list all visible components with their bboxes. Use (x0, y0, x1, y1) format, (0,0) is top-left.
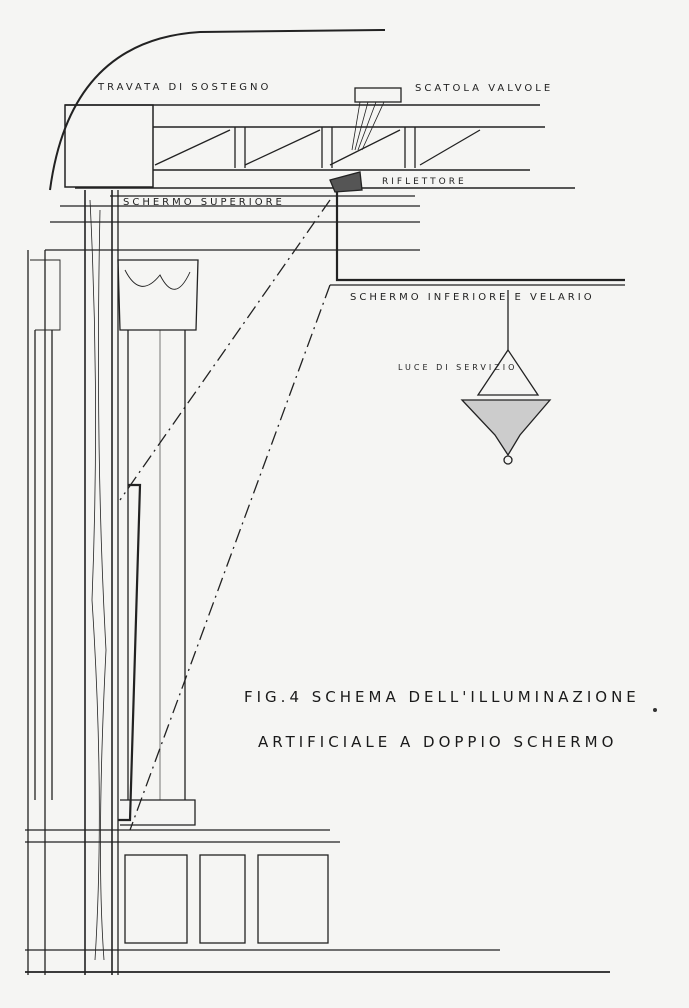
light-beam-upper (119, 199, 331, 501)
valve-box (354, 87, 402, 103)
label-travata: TRAVATA DI SOSTEGNO (98, 82, 272, 93)
caption-line-1: FIG.4 SCHEMA DELL'ILLUMINAZIONE (244, 688, 640, 706)
proscenium-column (27, 190, 199, 975)
truss (64, 104, 575, 189)
label-luce: LUCE DI SERVIZIO (398, 363, 518, 372)
reflector (329, 171, 363, 193)
label-riflettore: RIFLETTORE (382, 177, 467, 187)
lower-screen (335, 192, 625, 282)
service-lamp (460, 290, 552, 465)
label-scatola: SCATOLA VALVOLE (415, 83, 554, 94)
caption-line-2: ARTIFICIALE A DOPPIO SCHERMO (258, 733, 618, 751)
label-schermo-inferiore: SCHERMO INFERIORE E VELARIO (350, 292, 595, 303)
ceiling-curve (49, 29, 386, 191)
label-schermo-superiore: SCHERMO SUPERIORE (123, 197, 285, 208)
wainscot-base (25, 829, 610, 973)
light-beam-lower (129, 284, 331, 831)
